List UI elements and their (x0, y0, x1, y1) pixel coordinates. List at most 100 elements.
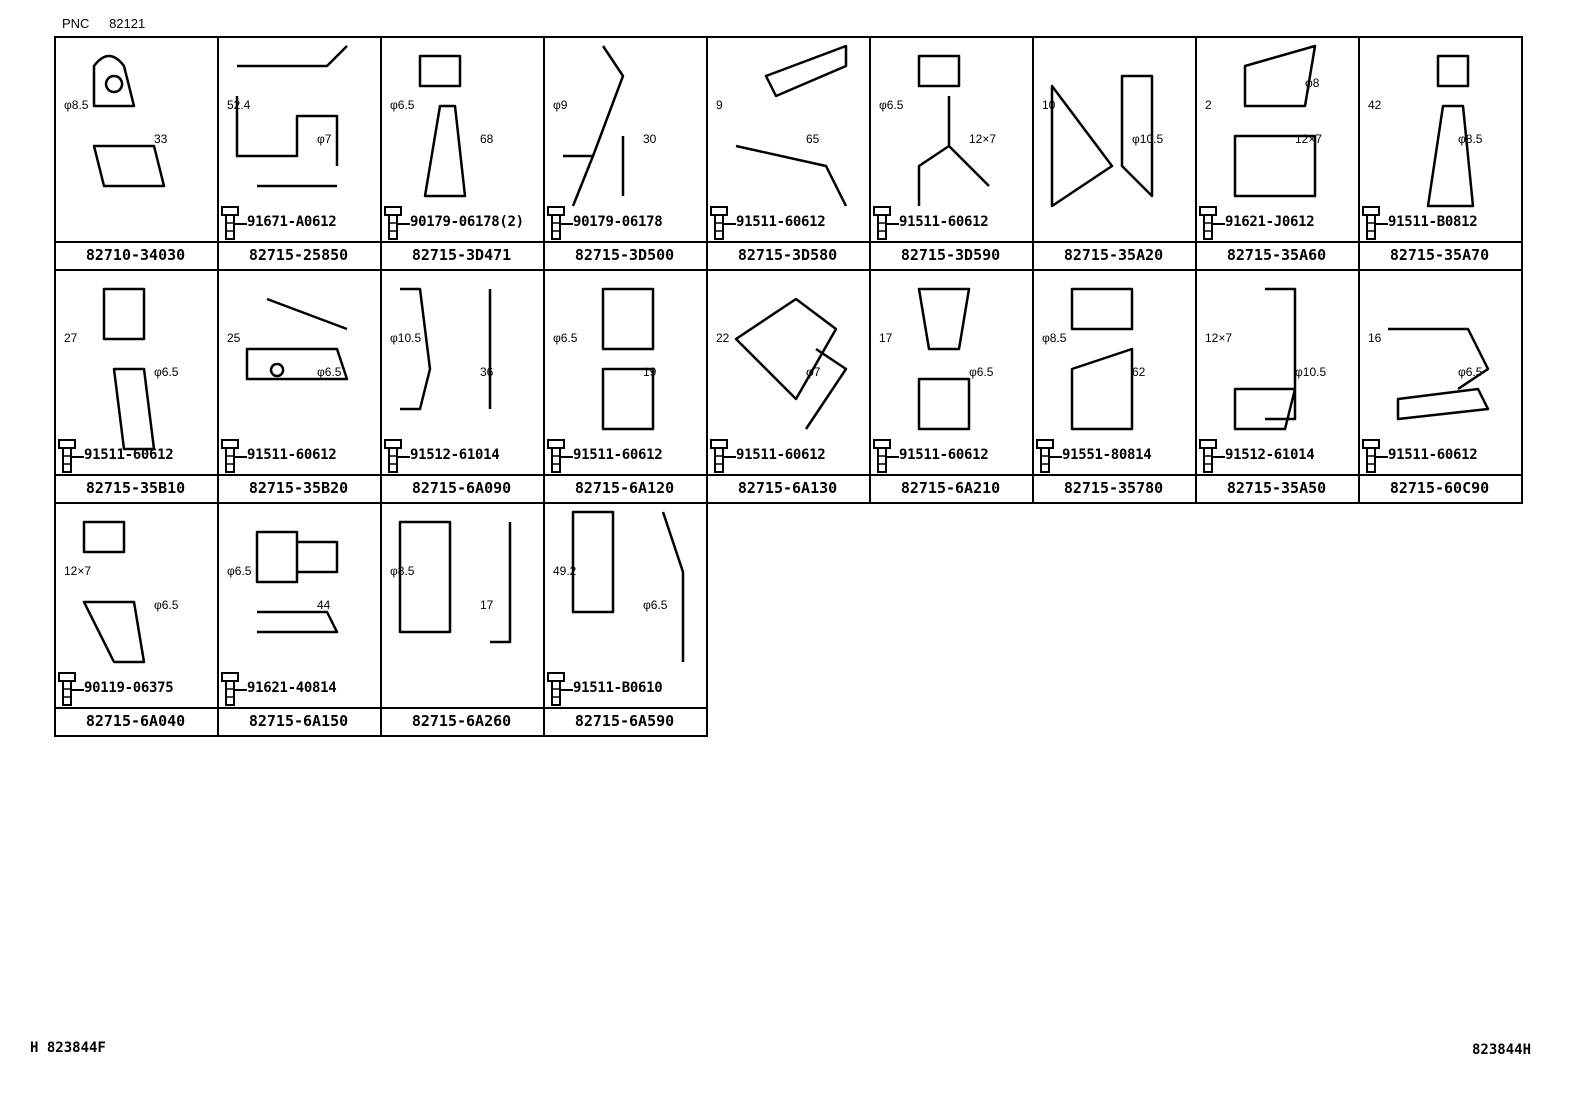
leader-line (1376, 456, 1388, 458)
bracket-outline (255, 530, 339, 634)
leader-line (887, 456, 899, 458)
footer-left-code: H 823844F (30, 1040, 106, 1056)
dimension-label: 12×7 (1295, 132, 1323, 146)
bracket-drawing (734, 297, 848, 430)
bracket-outline (245, 297, 349, 381)
bracket-outline (1233, 287, 1297, 431)
dimension-label: 17 (879, 331, 893, 345)
dimension-label: 36 (480, 365, 494, 379)
fastener: 91511-60612 (873, 439, 1031, 473)
bracket-drawing (102, 287, 156, 451)
bracket-outline (1233, 44, 1317, 198)
bracket-drawing (735, 44, 848, 207)
pnc-code: 82121 (109, 16, 146, 31)
part-number: 82715-35A60 (1226, 246, 1327, 264)
dimension-label: φ9 (553, 98, 568, 112)
part-number: 82715-6A120 (574, 479, 675, 497)
fastener: 91511-60612 (221, 439, 379, 473)
fastener-number: 91621-40814 (247, 680, 337, 696)
leader-line (724, 456, 736, 458)
part-number: 82715-35B20 (248, 479, 349, 497)
part-number: 82715-3D500 (574, 246, 675, 264)
bolt-icon (384, 439, 402, 473)
bolt-icon (1199, 439, 1217, 473)
bracket-outline (1070, 287, 1134, 431)
bolt-icon (221, 672, 239, 706)
bolt-icon (710, 206, 728, 240)
dimension-label: φ6.5 (227, 564, 252, 578)
fastener: 90119-06375 (58, 672, 216, 706)
bolt-icon (221, 439, 239, 473)
bolt-icon (1199, 206, 1217, 240)
fastener: 91511-B0812 (1362, 206, 1520, 240)
bracket-outline (563, 45, 625, 207)
dimension-label: 49.2 (553, 564, 577, 578)
fastener: 91621-J0612 (1199, 206, 1357, 240)
bolt-icon (547, 672, 565, 706)
fastener-number: 90179-06178(2) (410, 214, 524, 230)
fastener: 91511-60612 (873, 206, 1031, 240)
fastener: 91511-60612 (58, 439, 216, 473)
part-number: 82715-35A20 (1063, 246, 1164, 264)
part-number: 82715-35B10 (85, 479, 186, 497)
leader-line (235, 456, 247, 458)
fastener-number: 91512-61014 (410, 447, 500, 463)
dimension-label: φ6.5 (1458, 365, 1483, 379)
dimension-label: φ6.5 (643, 598, 668, 612)
bracket-outline (601, 287, 655, 431)
part-number: 82715-6A130 (737, 479, 838, 497)
part-number: 82715-35A50 (1226, 479, 1327, 497)
leader-line (398, 456, 410, 458)
dimension-label: φ6.5 (317, 365, 342, 379)
dimension-label: 10 (1042, 98, 1056, 112)
fastener: 91671-A0612 (221, 206, 379, 240)
fastener-number: 91511-60612 (736, 214, 826, 230)
bracket-drawing (1233, 287, 1297, 431)
part-number: 82710-34030 (85, 246, 186, 264)
bolt-icon (58, 672, 76, 706)
dimension-label: 22 (716, 331, 730, 345)
part-number: 82715-60C90 (1389, 479, 1490, 497)
bracket-outline (82, 520, 146, 664)
bracket-outline (235, 45, 348, 188)
dimension-label: 9 (716, 98, 723, 112)
dimension-label: φ6.5 (390, 98, 415, 112)
dimension-label: φ8.5 (64, 98, 89, 112)
dimension-label: φ6.5 (154, 365, 179, 379)
fastener-number: 91511-60612 (573, 447, 663, 463)
dimension-label: 19 (643, 365, 657, 379)
part-number: 82715-3D471 (411, 246, 512, 264)
dimension-label: φ7 (317, 132, 332, 146)
fastener-number: 91511-60612 (1388, 447, 1478, 463)
bracket-outline (102, 287, 156, 451)
leader-line (235, 223, 247, 225)
bracket-drawing (601, 287, 655, 431)
bracket-drawing (82, 520, 146, 664)
bolt-icon (1036, 439, 1054, 473)
bracket-outline (1388, 327, 1490, 421)
bracket-outline (400, 287, 492, 411)
part-number: 82715-25850 (248, 246, 349, 264)
bracket-drawing (1050, 74, 1154, 208)
bracket-outline (917, 287, 971, 431)
fastener-number: 91511-60612 (247, 447, 337, 463)
dimension-label: 16 (1368, 331, 1382, 345)
leader-line (72, 456, 84, 458)
dimension-label: φ6.5 (879, 98, 904, 112)
dimension-label: 25 (227, 331, 241, 345)
footer-right-code: 823844H (1472, 1042, 1532, 1058)
fastener-number: 91511-60612 (84, 447, 174, 463)
leader-line (561, 456, 573, 458)
fastener-number: 91511-B0610 (573, 680, 663, 696)
leader-line (887, 223, 899, 225)
bracket-drawing (400, 287, 492, 411)
fastener-number: 90119-06375 (84, 680, 174, 696)
